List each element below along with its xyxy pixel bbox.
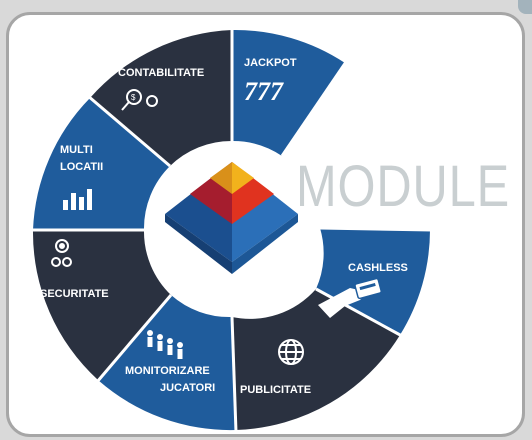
label-monitorizare: MONITORIZARE <box>125 365 210 377</box>
label-jackpot: JACKPOT <box>244 57 297 69</box>
bar-chart-icon <box>63 189 92 210</box>
jackpot-777-text: 777 <box>244 77 284 106</box>
segment-jackpot <box>232 29 345 157</box>
label-cashless: CASHLESS <box>348 262 408 274</box>
corner-decoration <box>518 0 532 14</box>
segment-contabilitate <box>90 30 232 166</box>
card-payment-icon <box>318 277 382 318</box>
segment-publicitate <box>232 289 400 430</box>
magnifier-coins-icon: $ <box>121 89 158 111</box>
svg-text:$: $ <box>131 93 136 102</box>
segment-monitorizare <box>98 295 236 431</box>
label-publicitate: PUBLICITATE <box>240 384 311 396</box>
label-jucatori: JUCATORI <box>160 382 215 394</box>
label-securitate: SECURITATE <box>40 288 109 300</box>
globe-icon <box>278 339 304 365</box>
label-locatii: LOCATII <box>60 161 103 173</box>
pyramid-logo <box>165 162 298 274</box>
segment-securitate <box>32 230 171 380</box>
gears-icon <box>51 239 72 267</box>
ring-segments <box>31 28 433 433</box>
label-contabilitate: CONTABILITATE <box>118 67 204 79</box>
module-title: MODULE <box>296 154 510 219</box>
segment-multi-locatii <box>33 98 170 230</box>
players-icon <box>147 330 183 359</box>
label-multi: MULTI <box>60 144 93 156</box>
